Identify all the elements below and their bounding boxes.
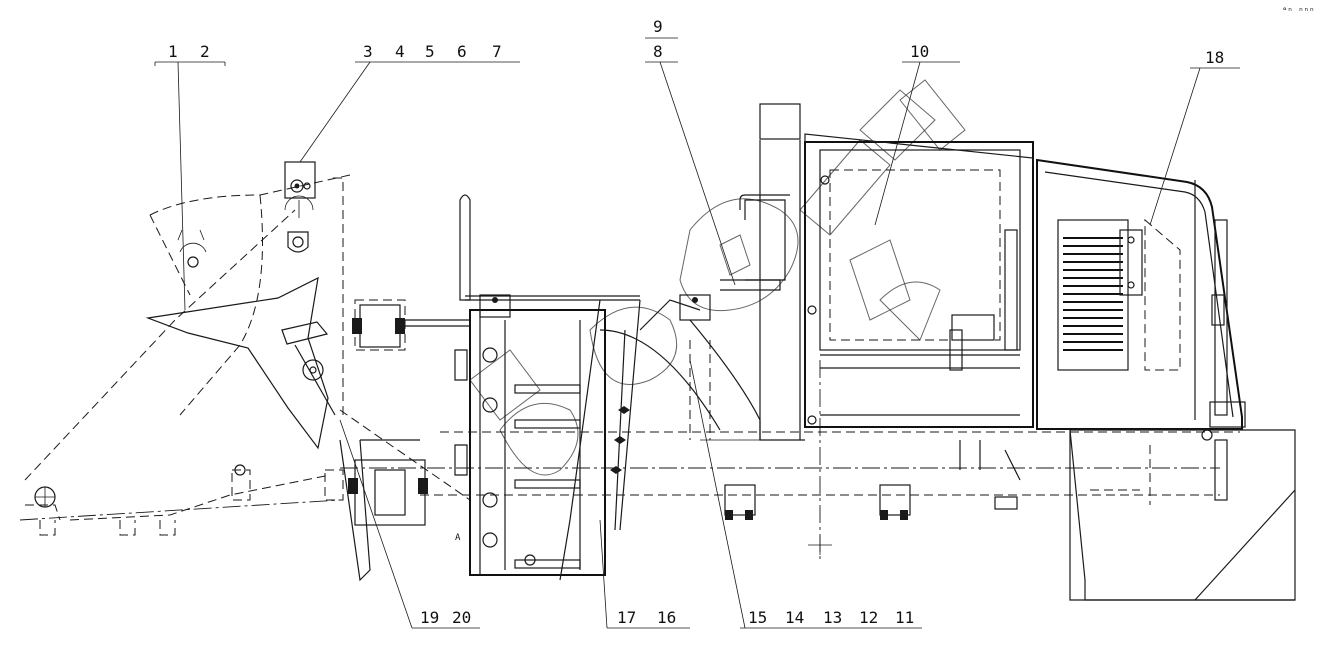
callout-4: 4 xyxy=(395,42,405,61)
callout-19: 19 xyxy=(420,608,439,627)
duct-enclosure xyxy=(689,103,805,441)
right-cabinet xyxy=(1036,158,1246,430)
callout-9: 9 xyxy=(653,17,663,36)
callout-labels: 1 2 3 4 5 6 7 8 9 10 18 19 20 17 16 15 1… xyxy=(168,7,1315,627)
base-skid xyxy=(420,429,1296,601)
callout-7: 7 xyxy=(492,42,502,61)
callout-8: 8 xyxy=(653,42,663,61)
watermark xyxy=(469,79,966,476)
callout-3: 3 xyxy=(363,42,373,61)
leader-lines xyxy=(154,37,1240,629)
callout-18: 18 xyxy=(1205,48,1224,67)
view-label: A xyxy=(455,533,461,543)
main-frame xyxy=(454,194,721,581)
center-enclosure xyxy=(804,133,1034,428)
upper-bracket xyxy=(284,161,344,418)
callout-5: 5 xyxy=(425,42,435,61)
callout-11: 11 xyxy=(895,608,914,627)
callout-20: 20 xyxy=(452,608,471,627)
callout-1: 1 xyxy=(168,42,178,61)
callout-15: 15 xyxy=(748,608,767,627)
callout-17: 17 xyxy=(617,608,636,627)
callout-2: 2 xyxy=(200,42,210,61)
callout-14: 14 xyxy=(785,608,804,627)
callout-16: 16 xyxy=(657,608,676,627)
callout-13: 13 xyxy=(823,608,842,627)
left-linkage xyxy=(24,174,351,536)
callout-6: 6 xyxy=(457,42,467,61)
callout-12: 12 xyxy=(859,608,878,627)
vent-grille xyxy=(1063,237,1123,351)
hub-assembly xyxy=(231,299,471,582)
corner-mark: °ⁿ ⁿⁿⁿ xyxy=(1282,7,1315,17)
callout-10: 10 xyxy=(910,42,929,61)
